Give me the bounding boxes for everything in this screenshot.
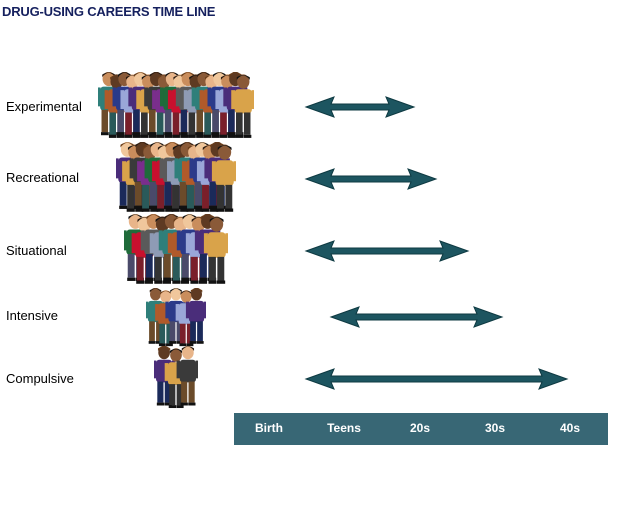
- arrow-intensive: [329, 306, 504, 328]
- person-icon: [231, 74, 254, 138]
- arrow-experimental: [304, 96, 416, 118]
- arrow-situational: [304, 240, 470, 262]
- crowd-situational: [124, 214, 228, 284]
- row-label-recreational: Recreational: [6, 170, 79, 185]
- row-label-intensive: Intensive: [6, 308, 59, 323]
- tick-30s: 30s: [484, 421, 506, 435]
- row-label-situational: Situational: [6, 243, 67, 258]
- arrow-recreational: [304, 168, 438, 190]
- crowd-compulsive: [154, 346, 198, 409]
- tick-40s: 40s: [559, 421, 581, 435]
- arrow-compulsive: [304, 368, 569, 390]
- crowd-intensive: [146, 288, 206, 347]
- person-icon: [211, 144, 236, 212]
- person-icon: [176, 346, 198, 406]
- row-label-experimental: Experimental: [6, 99, 82, 114]
- page-title: DRUG-USING CAREERS TIME LINE: [2, 4, 216, 19]
- tick-teens: Teens: [327, 421, 361, 435]
- person-icon: [203, 216, 228, 284]
- person-icon: [185, 288, 206, 344]
- row-label-compulsive: Compulsive: [6, 371, 74, 386]
- tick-birth: Birth: [255, 421, 283, 435]
- tick-20s: 20s: [409, 421, 431, 435]
- timeline-axis: Birth Teens 20s 30s 40s: [234, 413, 608, 445]
- crowd-recreational: [116, 142, 236, 212]
- crowd-experimental: [98, 72, 254, 138]
